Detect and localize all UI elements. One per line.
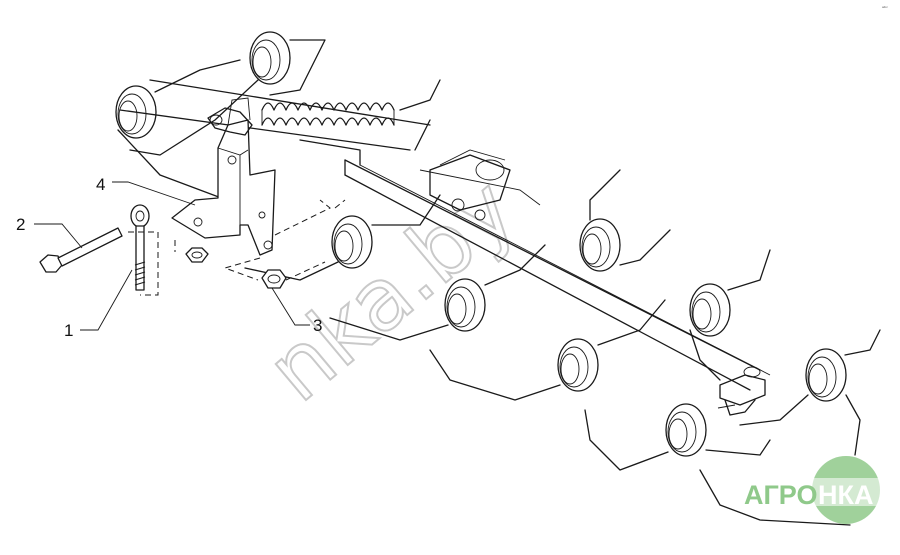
tine-coil [249,31,291,85]
logo-text-right: НКА [818,480,873,510]
tine-wires [117,39,881,526]
tine-coil [805,348,847,402]
hex-nut [261,269,287,289]
tine-coil [331,215,373,269]
callout-3: 3 [313,316,322,335]
nut-lower [185,247,209,263]
coil-springs [115,31,847,457]
logo-text-left: АГРО [744,480,817,510]
mounting-bracket [171,97,276,256]
tine-coil [444,278,486,332]
assembly-guides [128,199,346,296]
end-bracket [717,366,766,416]
callout-4: 4 [96,175,105,194]
watermark-text: nka.by [249,159,534,421]
reference-code: ᵃᵇᶜ [882,6,888,12]
hex-bolt [39,227,123,273]
tine-coil [689,283,731,337]
tine-rake-frame [119,79,771,391]
callout-2: 2 [16,215,25,234]
logo-band [740,478,880,506]
adjuster-assembly [429,149,511,221]
callout-labels: 4 2 1 3 [16,175,322,340]
tine-coil [579,218,621,272]
agro-nka-logo: АГРО НКА [740,456,880,524]
callout-1: 1 [64,321,73,340]
tension-spring [261,102,395,126]
watermark: nka.by [248,158,535,422]
tine-coil [557,338,599,392]
tine-coil [665,403,707,457]
callout-leaders [34,181,310,331]
tine-coil [115,85,157,139]
eyebolt [130,204,150,291]
